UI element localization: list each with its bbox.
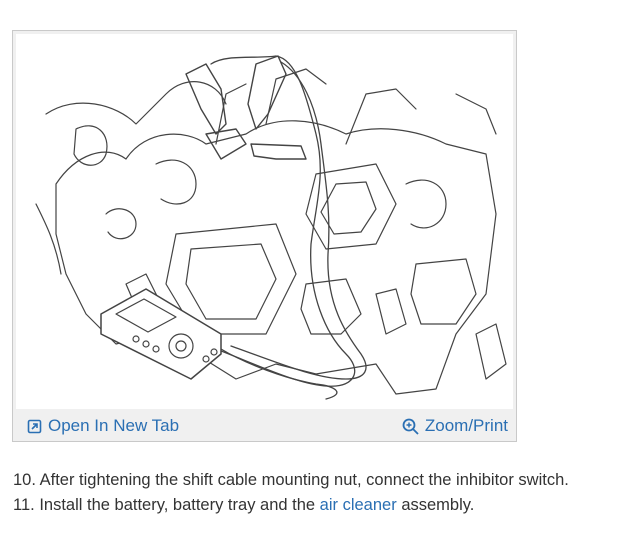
air-cleaner-link[interactable]: air cleaner: [319, 496, 397, 514]
zoom-icon: [402, 418, 419, 435]
engine-diagram: [16, 34, 513, 409]
step-10: 10. After tightening the shift cable mou…: [13, 468, 569, 493]
instruction-steps: 10. After tightening the shift cable mou…: [13, 468, 569, 518]
open-in-new-tab-icon: [27, 419, 42, 434]
open-in-new-tab-link[interactable]: Open In New Tab: [27, 416, 179, 436]
step-11: 11. Install the battery, battery tray an…: [13, 493, 569, 518]
step-text: After tightening the shift cable mountin…: [39, 471, 569, 489]
step-number: 10.: [13, 471, 36, 489]
zoom-print-link[interactable]: Zoom/Print: [402, 416, 508, 436]
diagram-figure: Open In New Tab Zoom/Print: [12, 30, 517, 442]
step-text-after: assembly.: [401, 496, 475, 514]
figure-toolbar: Open In New Tab Zoom/Print: [13, 411, 516, 441]
open-in-new-tab-label: Open In New Tab: [48, 416, 180, 435]
step-text: Install the battery, battery tray and th…: [39, 496, 316, 514]
zoom-print-label: Zoom/Print: [424, 416, 508, 435]
step-number: 11.: [13, 496, 35, 514]
